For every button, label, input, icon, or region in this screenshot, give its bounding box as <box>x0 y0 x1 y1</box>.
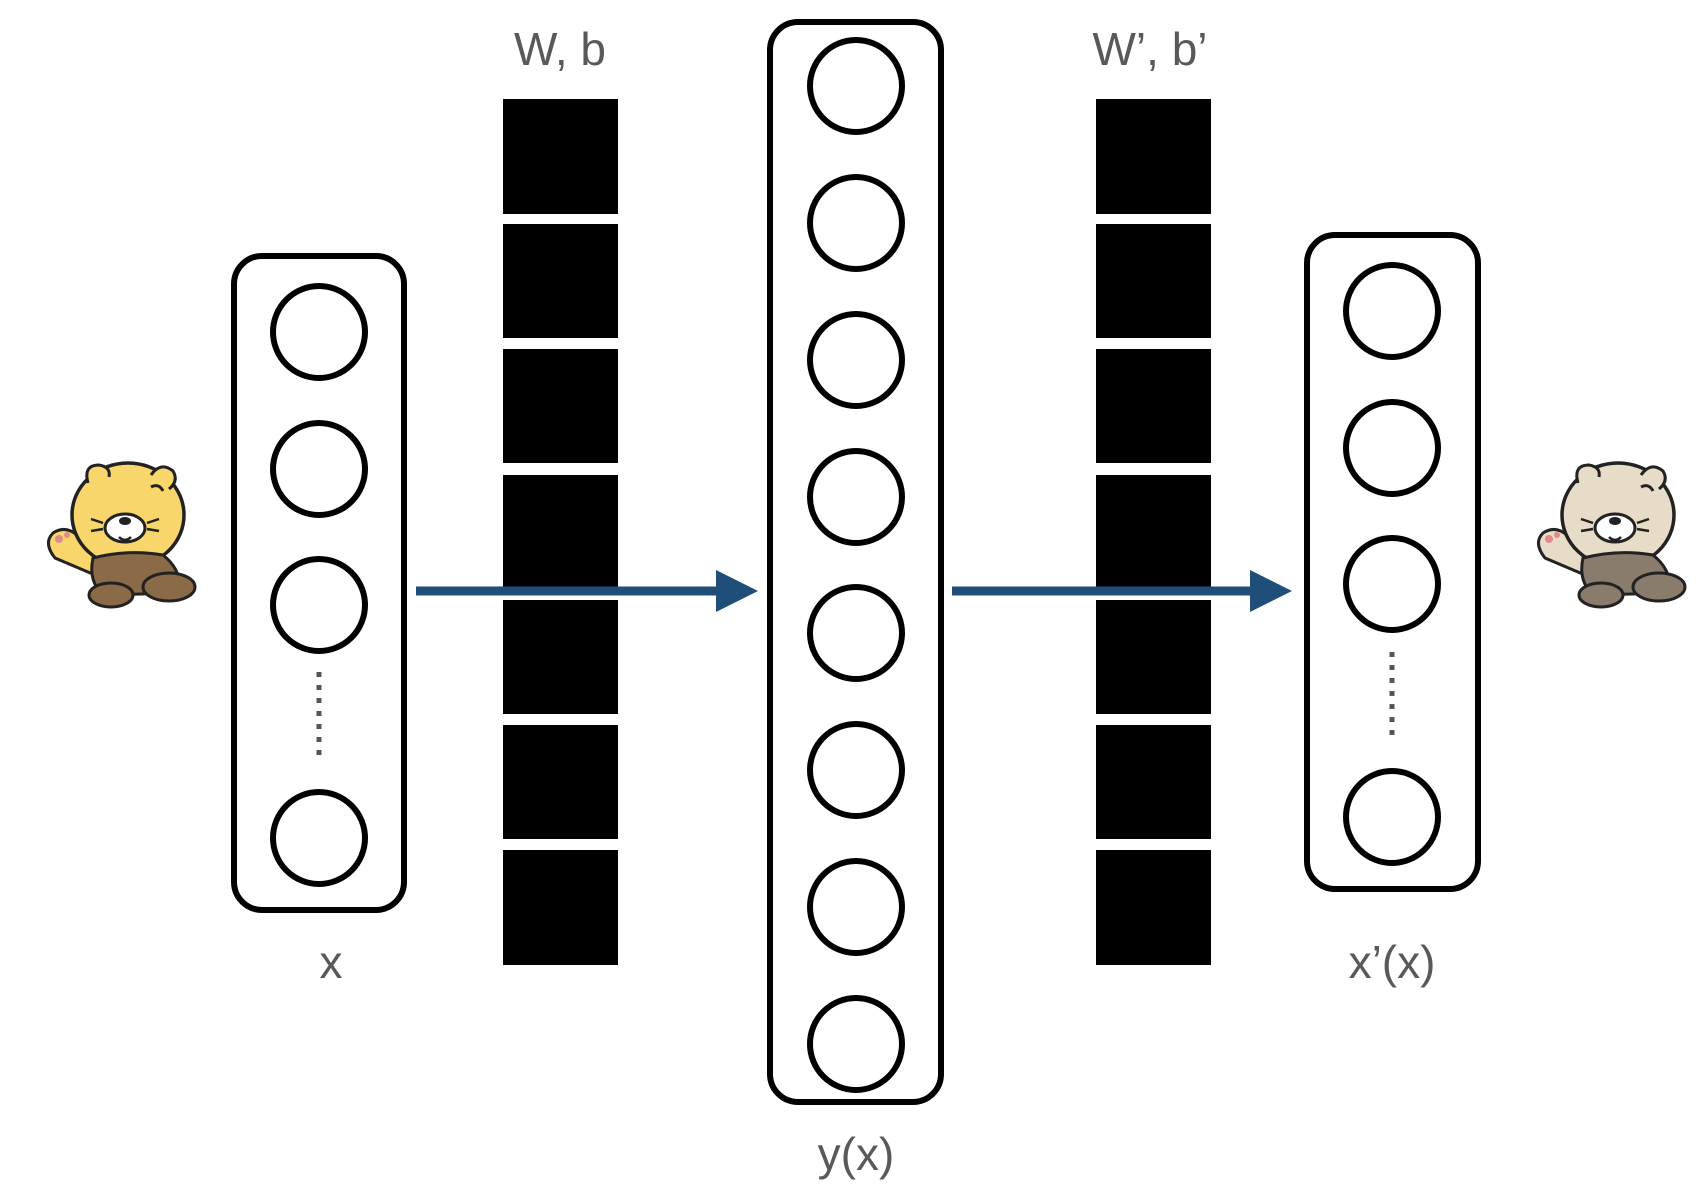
weight-block <box>1096 99 1211 214</box>
decoder-params-label: W’, b’ <box>1093 23 1208 75</box>
input-node <box>270 789 368 887</box>
weight-block <box>1096 475 1211 589</box>
weight-block <box>1096 850 1211 965</box>
input-layer <box>231 253 407 913</box>
weight-block <box>1096 349 1211 463</box>
hidden-node <box>807 584 905 682</box>
weight-block <box>503 725 618 839</box>
input-node <box>270 283 368 381</box>
encoder-params-label: W, b <box>514 23 606 75</box>
hidden-node <box>807 995 905 1093</box>
hidden-layer-frame <box>767 19 944 1105</box>
decoder-weight-blocks <box>1096 99 1211 965</box>
output-node <box>1343 399 1441 497</box>
weight-block <box>1096 224 1211 338</box>
hidden-node <box>807 37 905 135</box>
hidden-layer <box>767 19 944 1105</box>
output-label: x’(x) <box>1349 936 1436 988</box>
decoder-arrow <box>952 570 1292 612</box>
hidden-node <box>807 311 905 409</box>
output-node <box>1343 768 1441 866</box>
weight-block <box>503 99 618 214</box>
weight-block <box>1096 725 1211 839</box>
encoder-arrow <box>416 570 758 612</box>
weight-block <box>503 850 618 965</box>
hidden-node <box>807 174 905 272</box>
weight-block <box>503 224 618 338</box>
output-layer <box>1304 232 1481 892</box>
weight-block <box>503 349 618 463</box>
input-node <box>270 420 368 518</box>
hidden-node <box>807 448 905 546</box>
encoder-weight-blocks <box>503 99 618 965</box>
bear-mascot-faded-icon <box>1536 461 1687 609</box>
hidden-node <box>807 721 905 819</box>
bear-mascot-icon <box>46 461 197 609</box>
weight-block <box>503 475 618 589</box>
output-node <box>1343 535 1441 633</box>
input-label: x <box>320 936 343 988</box>
input-node <box>270 556 368 654</box>
hidden-label: y(x) <box>818 1128 895 1180</box>
weight-block <box>1096 600 1211 714</box>
input-layer-frame <box>231 253 407 913</box>
output-node <box>1343 262 1441 360</box>
weight-block <box>503 600 618 714</box>
output-layer-frame <box>1304 232 1481 892</box>
hidden-node <box>807 858 905 956</box>
